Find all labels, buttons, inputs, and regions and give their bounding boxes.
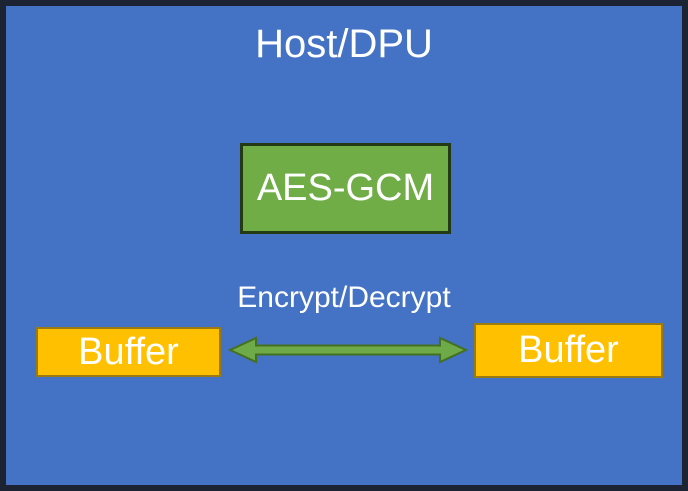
double-arrow-icon	[228, 336, 468, 364]
buffer-left-node: Buffer	[36, 327, 221, 377]
buffer-right-node: Buffer	[474, 323, 663, 378]
aes-gcm-node: AES-GCM	[240, 143, 451, 234]
buffer-left-label: Buffer	[78, 330, 179, 373]
aes-gcm-label: AES-GCM	[256, 167, 435, 209]
buffer-right-label: Buffer	[518, 329, 619, 371]
diagram-title: Host/DPU	[255, 22, 433, 66]
encrypt-decrypt-label: Encrypt/Decrypt	[237, 281, 451, 314]
